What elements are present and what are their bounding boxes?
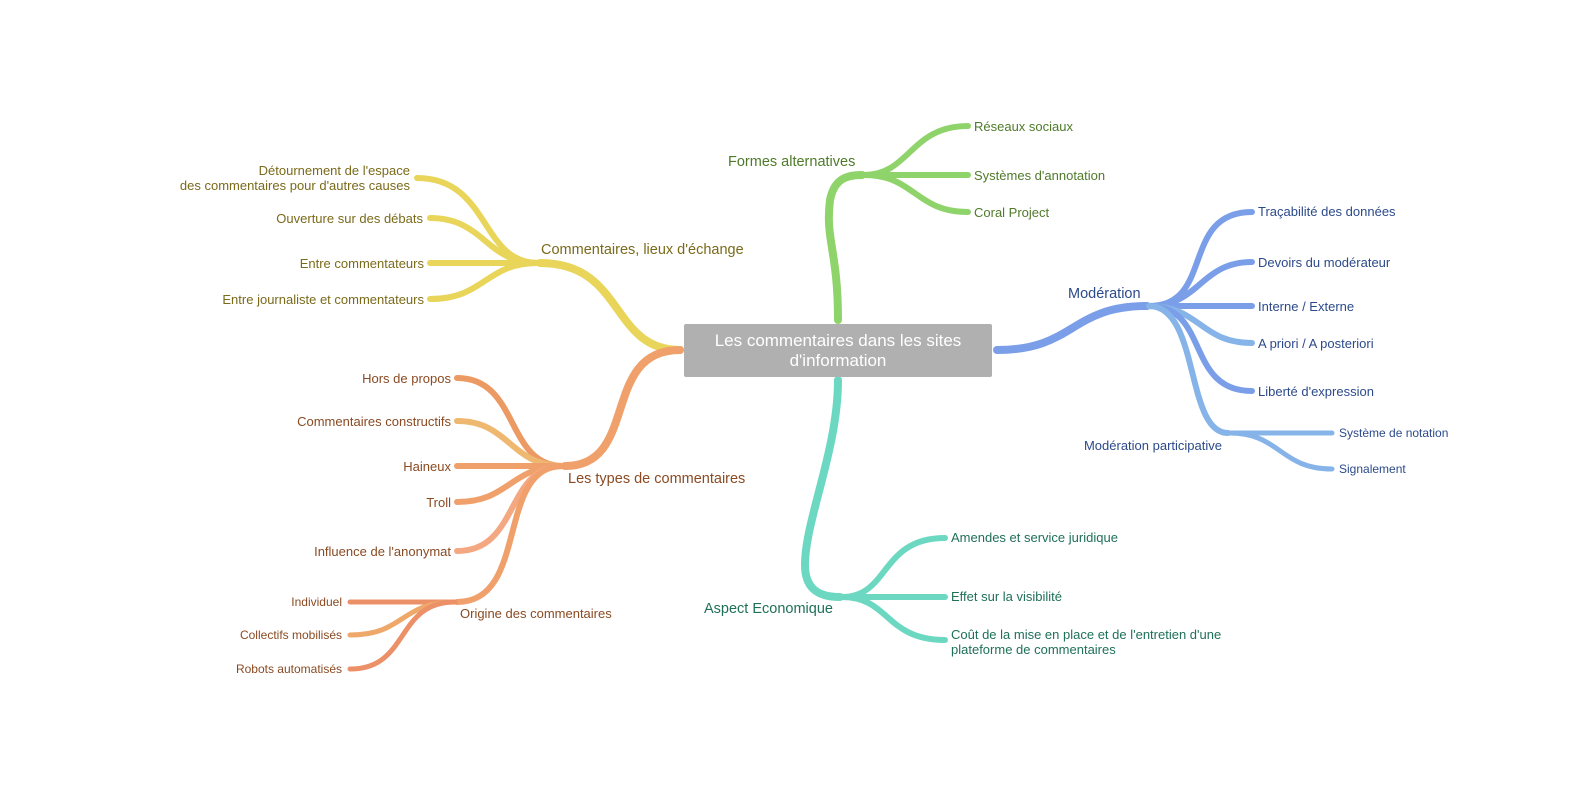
leaf-individuel[interactable]: Individuel xyxy=(291,595,342,609)
topic-commentaires-lieux-echange[interactable]: Commentaires, lieux d'échange xyxy=(541,242,744,258)
branch-lieux-echange-connectors xyxy=(414,175,684,354)
edge-types-origine xyxy=(454,463,566,605)
subtopic-origine[interactable]: Origine des commentaires xyxy=(460,606,612,621)
edge-moderation-participative xyxy=(1146,303,1231,436)
edge-root-formes xyxy=(824,171,866,324)
subtopic-cout-line2: plateforme de commentaires xyxy=(951,642,1116,657)
subtopic-moderation-participative[interactable]: Modération participative xyxy=(1083,438,1222,453)
edge-root-types xyxy=(561,346,684,470)
central-topic-line2: d'information xyxy=(789,350,887,370)
edge-lieux-entre-journaliste xyxy=(427,260,541,302)
central-topic[interactable]: Les commentaires dans les sites d'inform… xyxy=(684,324,992,377)
edge-participative-signalement xyxy=(1227,430,1335,472)
branch-moderation-connectors xyxy=(993,209,1255,436)
subtopic-liberte[interactable]: Liberté d'expression xyxy=(1258,384,1374,399)
leaf-systeme-notation[interactable]: Système de notation xyxy=(1339,426,1449,440)
edge-root-economique xyxy=(800,376,844,601)
subtopic-amendes[interactable]: Amendes et service juridique xyxy=(951,530,1118,545)
subtopic-visibilite[interactable]: Effet sur la visibilité xyxy=(951,589,1063,604)
subtopic-constructifs[interactable]: Commentaires constructifs xyxy=(297,414,451,429)
subtopic-detournement[interactable]: Détournement de l'espace des commentaire… xyxy=(180,163,410,193)
topic-aspect-economique[interactable]: Aspect Economique xyxy=(704,601,833,617)
leaf-signalement[interactable]: Signalement xyxy=(1339,462,1406,476)
subtopic-systemes-annotation[interactable]: Systèmes d'annotation xyxy=(974,168,1106,183)
edge-moderation-tracabilite xyxy=(1146,209,1255,309)
subtopic-tracabilite[interactable]: Traçabilité des données xyxy=(1258,204,1396,219)
subtopic-hors-propos[interactable]: Hors de propos xyxy=(362,371,451,386)
subtopic-devoirs[interactable]: Devoirs du modérateur xyxy=(1258,255,1391,270)
edge-formes-reseaux xyxy=(861,123,971,178)
subtopic-ouverture-debats[interactable]: Ouverture sur des débats xyxy=(276,211,423,226)
subtopic-reseaux-sociaux[interactable]: Réseaux sociaux xyxy=(974,119,1073,134)
subtopic-detournement-line2: des commentaires pour d'autres causes xyxy=(179,178,410,193)
branch-origine-connectors xyxy=(347,599,458,672)
edge-moderation-liberte xyxy=(1146,303,1255,394)
branch-types-connectors xyxy=(454,346,684,605)
branch-economique-connectors xyxy=(800,376,948,643)
subtopic-cout[interactable]: Coût de la mise en place et de l'entreti… xyxy=(951,627,1221,657)
branch-participative-connectors xyxy=(1227,430,1335,472)
central-topic-line1: Les commentaires dans les sites xyxy=(714,330,962,350)
subtopic-interne-externe[interactable]: Interne / Externe xyxy=(1258,299,1355,314)
subtopic-haineux[interactable]: Haineux xyxy=(403,459,451,474)
subtopic-coral-project[interactable]: Coral Project xyxy=(974,205,1050,220)
edge-root-lieux xyxy=(536,259,684,354)
subtopic-entre-journaliste[interactable]: Entre journaliste et commentateurs xyxy=(222,292,424,307)
leaf-collectifs[interactable]: Collectifs mobilisés xyxy=(239,628,342,642)
topic-moderation[interactable]: Modération xyxy=(1068,286,1141,302)
subtopic-apriori[interactable]: A priori / A posteriori xyxy=(1258,336,1374,351)
edge-economique-cout xyxy=(839,594,948,643)
edge-economique-amendes xyxy=(839,535,948,600)
edge-types-constructifs xyxy=(454,418,566,469)
edge-origine-robots xyxy=(347,599,458,672)
edge-formes-coral xyxy=(861,172,971,215)
subtopic-troll[interactable]: Troll xyxy=(426,495,451,510)
topic-types-commentaires[interactable]: Les types de commentaires xyxy=(568,471,746,487)
edge-moderation-devoirs xyxy=(1146,259,1255,309)
leaf-robots[interactable]: Robots automatisés xyxy=(235,662,342,676)
subtopic-entre-commentateurs[interactable]: Entre commentateurs xyxy=(299,256,424,271)
edge-root-moderation xyxy=(993,302,1151,354)
subtopic-anonymat[interactable]: Influence de l'anonymat xyxy=(314,544,451,559)
branch-formes-connectors xyxy=(824,123,971,324)
subtopic-detournement-line1: Détournement de l'espace xyxy=(258,163,410,178)
topic-formes-alternatives[interactable]: Formes alternatives xyxy=(728,154,856,170)
edge-origine-collectifs xyxy=(347,599,458,638)
subtopic-cout-line1: Coût de la mise en place et de l'entreti… xyxy=(951,627,1222,642)
